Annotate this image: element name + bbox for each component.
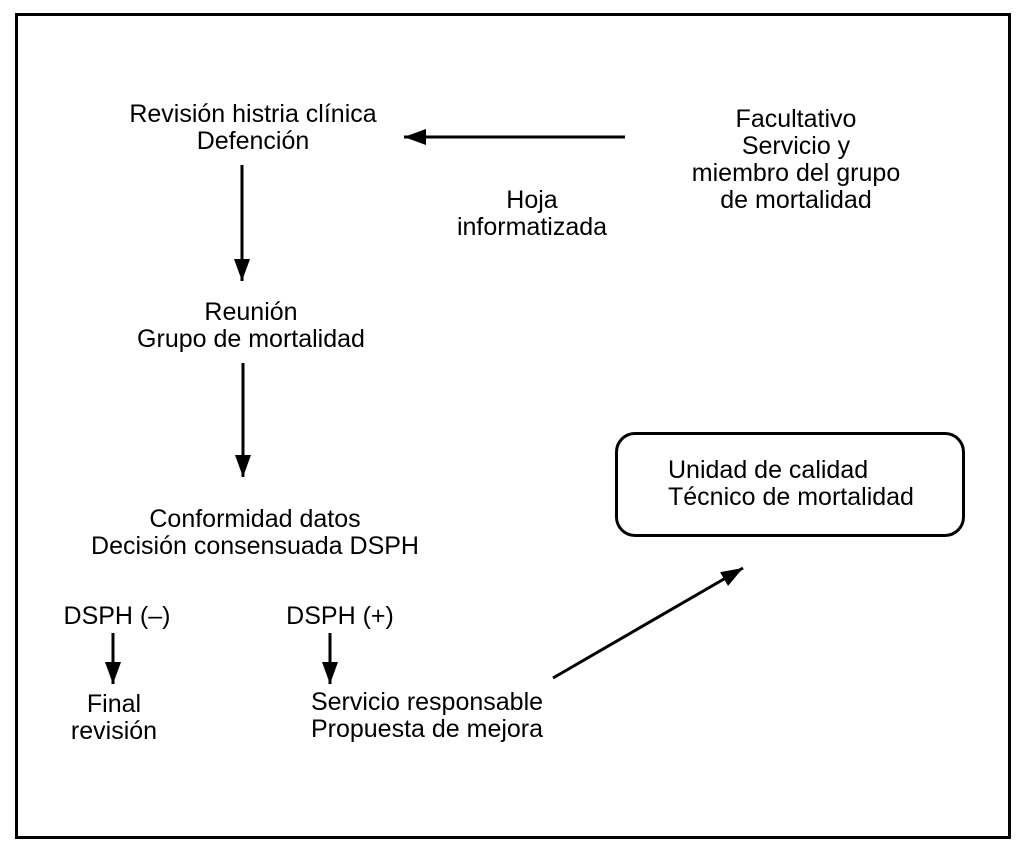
node-reunion-line-2: Grupo de mortalidad	[137, 325, 365, 353]
node-dsph-positive: DSPH (+)	[286, 603, 394, 630]
node-facultativo: Facultativo Servicio y miembro del grupo…	[692, 106, 900, 214]
node-final-revision: Final revisión	[71, 691, 157, 745]
node-dsph-positive-label: DSPH (+)	[286, 602, 394, 630]
node-servicio-line-2: Propuesta de mejora	[310, 715, 544, 743]
node-facultativo-line-1: Facultativo	[735, 105, 857, 133]
diagram-border-frame	[15, 13, 1011, 839]
node-unidad-line-2: Técnico de mortalidad	[668, 483, 914, 511]
node-facultativo-line-3: miembro del grupo	[691, 159, 901, 187]
label-hoja-line-1: Hoja	[506, 186, 558, 214]
node-revision-line-1: Revisión histria clínica	[129, 100, 377, 128]
node-unidad-line-1: Unidad de calidad	[668, 456, 869, 484]
node-facultativo-line-2: Servicio y	[741, 132, 851, 160]
node-facultativo-line-4: de mortalidad	[720, 186, 872, 214]
node-revision-historia-clinica: Revisión histria clínica Defención	[129, 101, 376, 155]
node-unidad-de-calidad-box: Unidad de calidad Técnico de mortalidad	[615, 432, 965, 537]
node-dsph-negative: DSPH (–)	[64, 603, 171, 630]
node-reunion-line-1: Reunión	[204, 298, 298, 326]
node-servicio-line-1: Servicio responsable	[310, 688, 544, 716]
node-reunion-grupo-mortalidad: Reunión Grupo de mortalidad	[137, 299, 365, 353]
node-dsph-negative-label: DSPH (–)	[63, 602, 171, 630]
node-conformidad-line-1: Conformidad datos	[149, 505, 361, 533]
label-hoja-line-2: informatizada	[456, 213, 608, 241]
node-final-line-2: revisión	[70, 717, 158, 745]
node-servicio-responsable: Servicio responsable Propuesta de mejora	[311, 689, 543, 743]
label-hoja-informatizada: Hoja informatizada	[457, 187, 607, 241]
node-conformidad-datos: Conformidad datos Decisión consensuada D…	[91, 506, 419, 560]
node-final-line-1: Final	[86, 690, 142, 718]
node-conformidad-line-2: Decisión consensuada DSPH	[91, 532, 419, 560]
node-revision-line-2: Defención	[196, 127, 310, 155]
